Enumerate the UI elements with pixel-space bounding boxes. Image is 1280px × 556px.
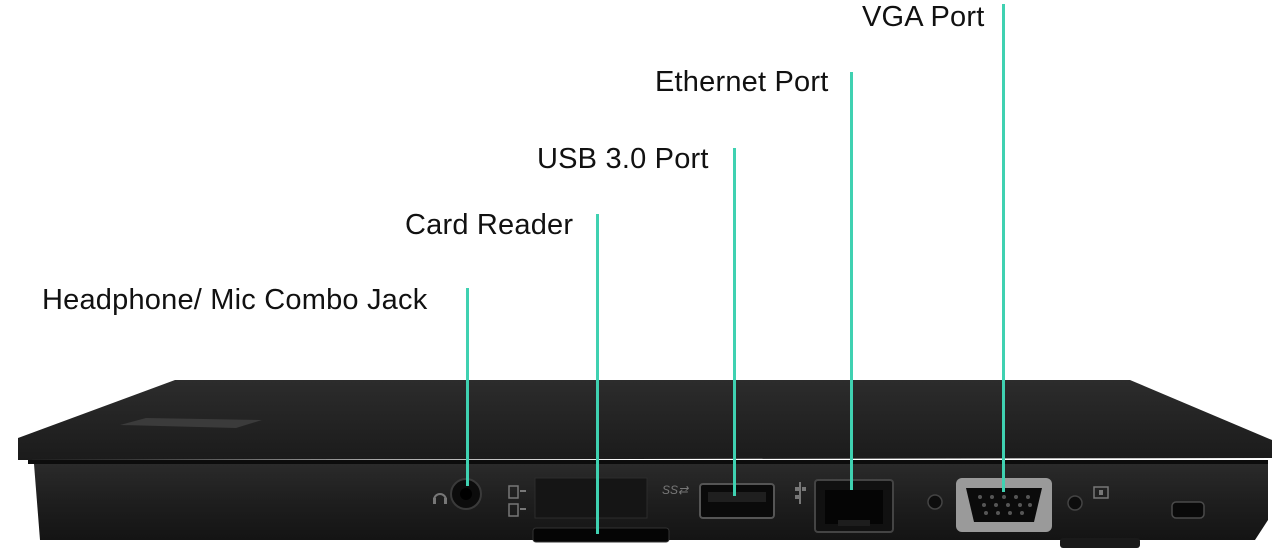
leader-line-audio	[466, 288, 469, 486]
status-led	[927, 494, 943, 510]
indicator-light	[1067, 495, 1083, 511]
laptop-foot	[1060, 538, 1140, 548]
label-card-reader: Card Reader	[405, 209, 574, 241]
security-lock-slot	[1171, 501, 1205, 519]
usb-ss-icon: SS⇄	[662, 483, 689, 497]
card-reader-icon	[508, 485, 526, 517]
ethernet-icon	[795, 482, 806, 504]
card-reader-cover	[534, 477, 648, 519]
lid-seam	[28, 460, 1268, 464]
display-icon	[1093, 486, 1109, 499]
ethernet-port	[814, 479, 894, 533]
headphone-jack	[450, 478, 482, 510]
vga-port	[956, 478, 1052, 532]
leader-line-vga	[1002, 4, 1005, 492]
card-reader-slot	[532, 527, 670, 543]
label-ethernet-port: Ethernet Port	[655, 66, 829, 98]
usb-port	[699, 483, 775, 519]
label-usb-port: USB 3.0 Port	[537, 143, 709, 175]
lid-logo	[120, 418, 262, 428]
headphone-icon	[433, 493, 447, 504]
label-vga-port: VGA Port	[862, 1, 985, 33]
label-audio-jack: Headphone/ Mic Combo Jack	[42, 284, 428, 316]
leader-line-card	[596, 214, 599, 534]
leader-line-ethernet	[850, 72, 853, 490]
leader-line-usb	[733, 148, 736, 496]
laptop-lid	[18, 380, 1272, 460]
